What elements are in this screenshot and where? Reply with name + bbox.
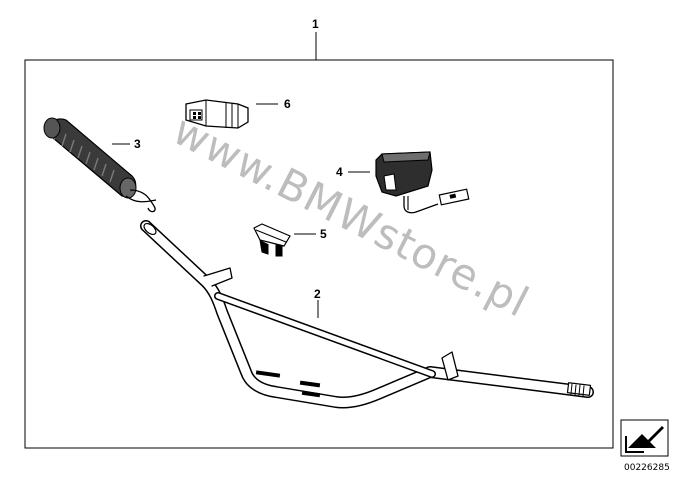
connector-part	[185, 99, 249, 129]
callout-3: 3	[112, 137, 141, 151]
callout-6: 6	[256, 97, 291, 111]
callout-2: 2	[314, 287, 321, 318]
callout-1-label: 1	[312, 17, 319, 31]
fuse-part	[253, 223, 291, 257]
callout-3-label: 3	[134, 137, 141, 151]
callout-4-label: 4	[336, 165, 343, 179]
handlebar-part	[140, 220, 594, 409]
callout-6-label: 6	[284, 97, 291, 111]
callout-2-label: 2	[314, 287, 321, 301]
reference-icon	[620, 419, 669, 457]
diagram-frame	[24, 59, 614, 449]
callout-1: 1	[312, 17, 319, 60]
callout-5-label: 5	[320, 227, 327, 241]
callout-4: 4	[336, 165, 370, 179]
switch-part	[375, 151, 470, 214]
reference-code: 00226285	[624, 463, 670, 473]
callout-5: 5	[294, 227, 327, 241]
heated-grip-part	[43, 117, 157, 213]
